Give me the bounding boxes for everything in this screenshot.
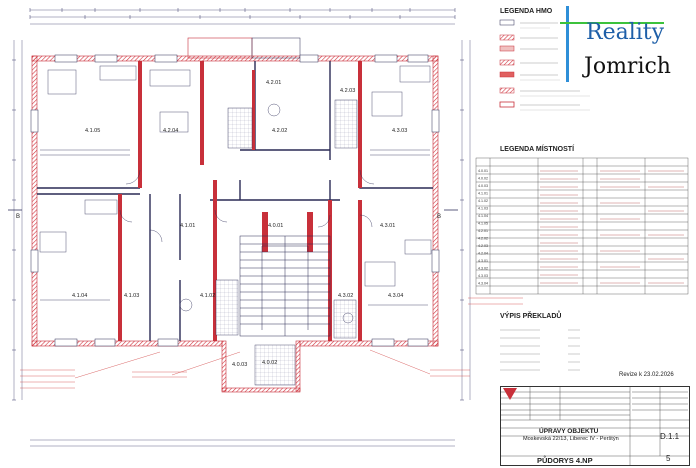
- room-legend-code: 4.1.01: [478, 192, 488, 196]
- room-label: 4.0.02: [262, 360, 277, 366]
- room-label: 4.0.03: [232, 362, 247, 368]
- room-label: 4.0.01: [268, 223, 283, 229]
- room-label: 4.2.01: [266, 80, 281, 86]
- section-mark-b-left: B: [16, 214, 20, 220]
- room-legend-code: 4.3.03: [478, 274, 488, 278]
- room-legend-code: 4.1.04: [478, 214, 488, 218]
- bathroom-floors: [215, 99, 358, 386]
- room-label: 4.3.02: [338, 293, 353, 299]
- room-label: 4.1.02: [200, 293, 215, 299]
- room-legend-code: 4.2.02: [478, 237, 488, 241]
- room-legend-table: [475, 157, 689, 295]
- room-labels: 4.1.05 4.2.04 4.2.01 4.2.02 4.2.03 4.3.0…: [72, 80, 407, 368]
- title-block: ÚPRAVY OBJEKTU Moskevská 22/13, Liberec …: [500, 386, 690, 466]
- room-label: 4.1.04: [72, 293, 87, 299]
- room-label: 4.1.03: [124, 293, 139, 299]
- room-label: 4.3.04: [388, 293, 403, 299]
- lintel-list-title: VÝPIS PŘEKLADŮ: [500, 313, 562, 320]
- project-address: Moskevská 22/13, Liberec IV - Perštýn: [523, 436, 619, 442]
- room-legend-code: 4.3.01: [478, 259, 488, 263]
- revision-note: Revize k 23.02.2026: [619, 372, 674, 378]
- door-swings: [119, 169, 375, 243]
- section-marks: B B: [8, 209, 458, 220]
- room-legend-filler: [540, 170, 684, 284]
- room-legend-code: 4.2.04: [478, 252, 488, 256]
- red-annotations: [20, 297, 523, 389]
- room-legend-code: 4.1.02: [478, 199, 488, 203]
- room-legend-code: 4.1.05: [478, 222, 488, 226]
- logo-underline: [560, 22, 664, 24]
- room-legend-title: LEGENDA MÍSTNOSTÍ: [500, 146, 575, 153]
- room-label: 4.2.04: [163, 128, 178, 134]
- logo-line-2: Jomrich: [584, 54, 671, 79]
- exterior-walls: [31, 37, 439, 393]
- room-label: 4.2.03: [340, 88, 355, 94]
- windows: [30, 54, 440, 347]
- room-legend-codes: 4.0.01 4.0.02 4.0.03 4.1.01 4.1.02 4.1.03 4.1.…: [478, 169, 488, 286]
- room-legend-code: 4.2.01: [478, 229, 488, 233]
- room-legend-code: 4.3.04: [478, 282, 488, 286]
- room-label: 4.3.01: [380, 223, 395, 229]
- dimension-lines: [13, 9, 471, 447]
- dimension-ticks: [12, 8, 464, 401]
- room-legend-code: 4.2.03: [478, 244, 488, 248]
- room-legend-code: 4.3.02: [478, 267, 488, 271]
- room-label: 4.3.03: [392, 128, 407, 134]
- logo-line-1: Reality: [586, 20, 665, 45]
- drawing-number: 5: [666, 454, 671, 463]
- furniture: [39, 65, 432, 324]
- drawing-code: D.1.1: [660, 432, 680, 441]
- room-label: 4.2.02: [272, 128, 287, 134]
- legend-hmo-title: LEGENDA HMO: [500, 8, 553, 15]
- staircase: [239, 235, 331, 337]
- room-label: 4.1.05: [85, 128, 100, 134]
- company-mark: [503, 388, 517, 400]
- lintel-list: [500, 329, 580, 371]
- room-label: 4.1.01: [180, 223, 195, 229]
- drawing-name: PŮDORYS 4.NP: [537, 456, 593, 465]
- room-legend-code: 4.0.01: [478, 169, 488, 173]
- project-title: ÚPRAVY OBJEKTU: [539, 428, 599, 435]
- title-block-grid: [500, 386, 690, 466]
- room-legend-code: 4.1.03: [478, 207, 488, 211]
- room-legend-code: 4.0.03: [478, 184, 488, 188]
- legend-hmo-swatches: [499, 19, 590, 111]
- company-logo: Reality Jomrich: [560, 6, 692, 84]
- logo-bar: [566, 6, 569, 82]
- room-legend-code: 4.0.02: [478, 177, 488, 181]
- section-mark-b-right: B: [437, 214, 441, 220]
